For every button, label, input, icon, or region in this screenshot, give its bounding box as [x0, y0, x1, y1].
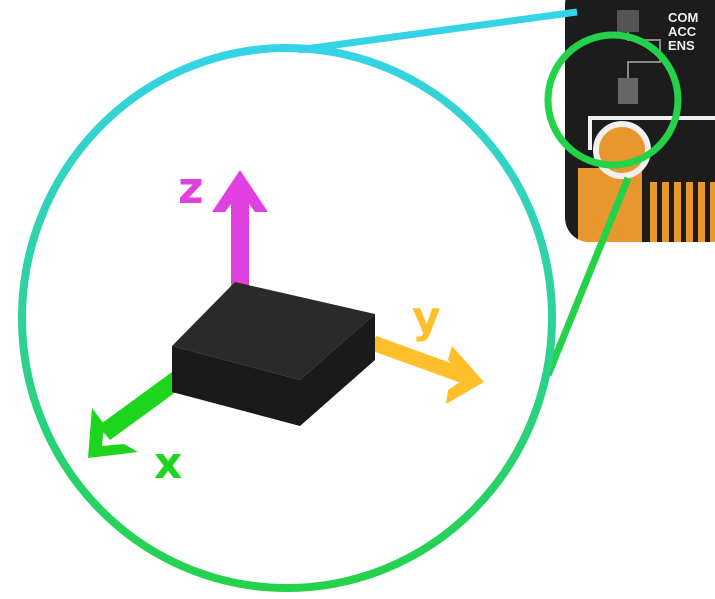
magnifier-large-ring: [18, 44, 556, 592]
edge-connector: [578, 168, 715, 242]
magnifier-connector-top: [297, 8, 578, 54]
y-axis-shaft: [370, 336, 470, 384]
board-component-upper: [617, 10, 639, 32]
chip-front-face: [172, 346, 300, 426]
z-axis-shaft: [231, 192, 249, 292]
connector-pad: [662, 182, 669, 242]
connector-pad-large: [578, 168, 642, 242]
board-label-line-2: ACC: [668, 24, 697, 39]
y-axis-arrowhead: [446, 346, 484, 404]
board-label-line-1: COM: [668, 10, 698, 25]
x-axis-arrowhead: [88, 408, 138, 458]
x-axis-label: x: [154, 438, 182, 489]
z-axis-arrow: [212, 170, 268, 292]
connector-pad: [710, 182, 715, 242]
magnifier: [18, 8, 682, 592]
connector-pad: [698, 182, 705, 242]
y-axis-arrow: [370, 336, 484, 404]
accelerometer-chip: [172, 282, 375, 426]
z-axis-label: z: [178, 163, 204, 214]
magnifier-connector-bottom: [544, 176, 632, 377]
x-axis-arrow: [88, 372, 184, 458]
connector-pad: [686, 182, 693, 242]
magnifier-small-ring: [544, 31, 682, 169]
connector-pad: [674, 182, 681, 242]
y-axis-label: y: [412, 292, 441, 343]
x-axis-shaft: [98, 372, 184, 440]
mounting-hole: [593, 121, 651, 179]
chip-side-face: [300, 314, 375, 426]
chip-top-face: [172, 282, 375, 380]
board-label-line-3: ENS: [668, 38, 695, 53]
microbit-board-corner: COM ACC ENS: [565, 0, 715, 242]
z-axis-arrowhead: [212, 170, 268, 212]
board-component-chip: [618, 78, 638, 104]
connector-pad: [650, 182, 657, 242]
